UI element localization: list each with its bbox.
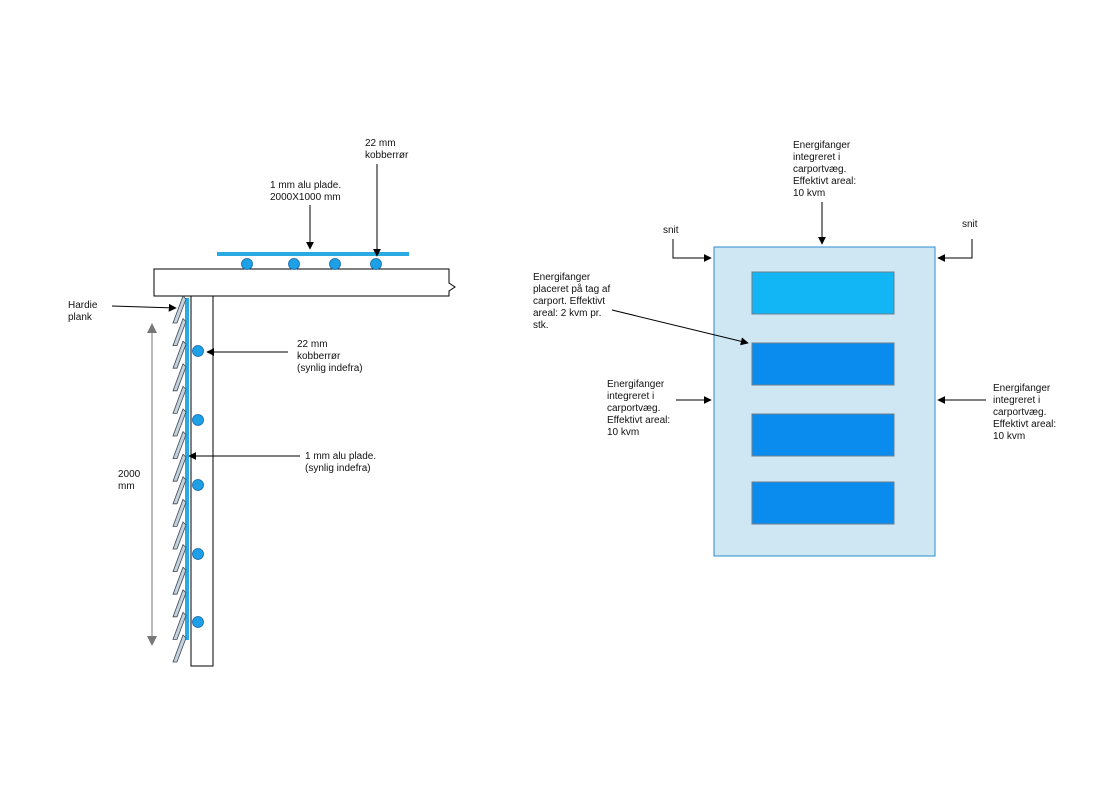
hardie-plank-board	[172, 611, 187, 640]
collector-panel-3	[751, 413, 895, 457]
hardie-plank-board	[172, 521, 187, 550]
hardie-planks	[172, 295, 187, 663]
wall-plate-label: 1 mm alu plade. (synlig indefra)	[305, 451, 377, 474]
roof-plate-label: 1 mm alu plade. 2000X1000 mm	[270, 180, 342, 203]
hardie-plank-board	[172, 430, 187, 459]
hardie-plank-board	[172, 340, 187, 369]
collector-panel-2	[751, 342, 895, 386]
height-label: 2000 mm	[118, 469, 141, 492]
pipe-circle-icon	[192, 414, 204, 426]
hardie-plank-board	[172, 453, 187, 482]
wall-section	[111, 295, 300, 667]
pipe-circle-icon	[192, 479, 204, 491]
pipe-circle-icon	[192, 548, 204, 560]
hardie-plank-board	[172, 317, 187, 346]
snit-left-arrow	[672, 239, 712, 262]
hardie-plank-board	[172, 543, 187, 572]
hardie-plank-board	[172, 634, 187, 663]
pipe-circle-icon	[288, 258, 300, 270]
hardie-plank-board	[172, 476, 187, 505]
pipe-circle-icon	[329, 258, 341, 270]
snit-right-arrow	[937, 239, 973, 262]
snit-left-label: snit	[663, 225, 679, 236]
roof-beam	[153, 268, 456, 297]
roof-section	[153, 164, 456, 297]
hardie-plank-label: Hardie plank	[68, 300, 98, 323]
roof-alu-plate	[217, 252, 409, 256]
right-wall-collector-label: Energifanger integreret i carportvæg. Ef…	[993, 383, 1057, 442]
wall-alu-plate	[185, 298, 189, 640]
snit-right-label: snit	[962, 219, 978, 230]
pipe-circle-icon	[241, 258, 253, 270]
collector-panel-4	[751, 481, 895, 525]
pipe-circle-icon	[192, 616, 204, 628]
wall-pipe-label: 22 mm kobberrør (synlig indefra)	[297, 339, 363, 374]
hardie-plank-board	[172, 363, 187, 392]
hardie-plank-board	[172, 408, 187, 437]
pipe-circle-icon	[370, 258, 382, 270]
hardie-plank-board	[172, 498, 187, 527]
hardie-plank-board	[172, 295, 187, 324]
roof-collector-arrow	[611, 309, 749, 346]
roof-collector-label: Energifanger placeret på tag af carport.…	[533, 272, 611, 331]
carport-wall-elevation	[611, 202, 986, 557]
hardie-plank-board	[172, 589, 187, 618]
roof-pipe-label: 22 mm kobberrør	[365, 138, 409, 161]
collector-panel-1	[751, 271, 895, 315]
hardie-arrow	[111, 303, 177, 312]
hardie-plank-board	[172, 566, 187, 595]
top-collector-label: Energifanger integreret i carportvæg. Ef…	[793, 140, 857, 199]
hardie-plank-board	[172, 385, 187, 414]
pipe-circle-icon	[192, 345, 204, 357]
left-wall-collector-label: Energifanger integreret i carportvæg. Ef…	[607, 379, 671, 438]
